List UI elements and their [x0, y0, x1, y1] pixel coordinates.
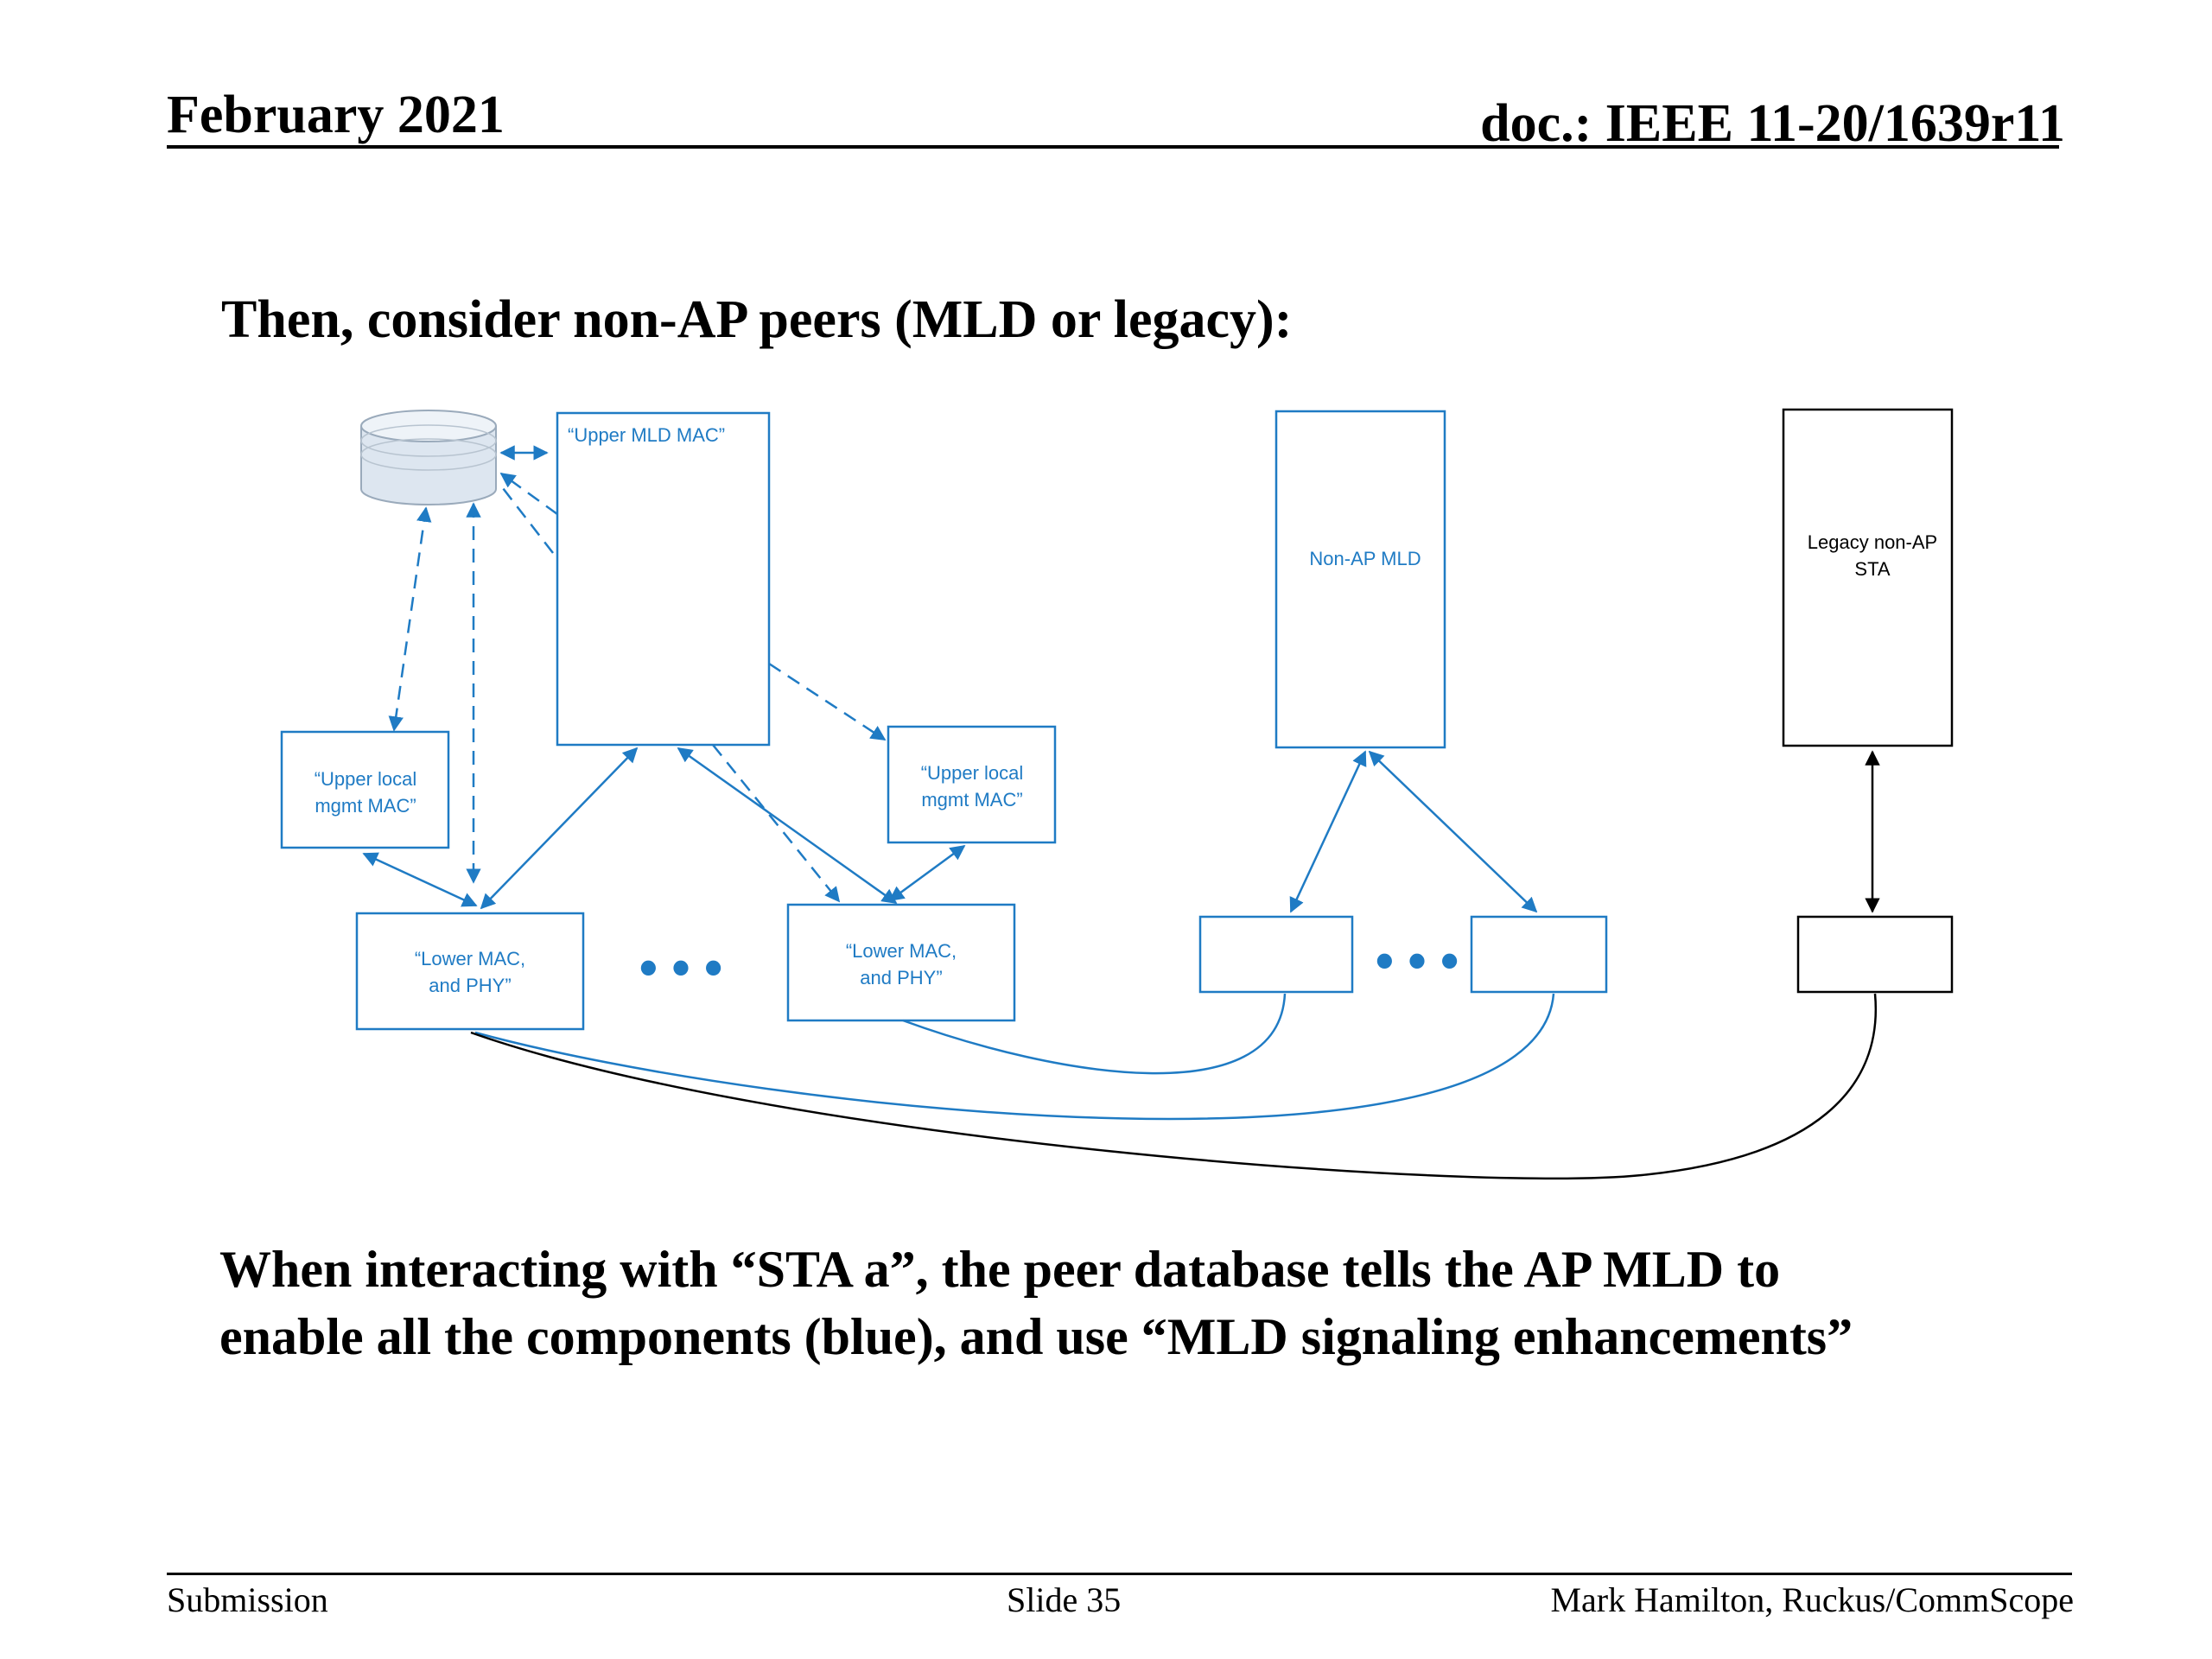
upper-local-left-label-2: mgmt MAC” — [315, 795, 416, 817]
peer-database-icon — [360, 410, 497, 505]
dashed-connectors — [388, 445, 887, 903]
lower-left-label-1: “Lower MAC, — [415, 948, 525, 969]
lower-right-label-1: “Lower MAC, — [846, 940, 957, 962]
upper-mld-mac-label: “Upper MLD MAC” — [568, 424, 725, 446]
legacy-sta-label-2: STA — [1854, 558, 1890, 580]
non-ap-link-left-box — [1198, 915, 1354, 994]
footer-submission: Submission — [167, 1580, 328, 1619]
header-doc-id: doc.: IEEE 11-20/1639r11 — [1480, 94, 2065, 153]
legacy-connectors — [470, 750, 1880, 1180]
solid-connectors — [362, 747, 1555, 1121]
caption-line-2: enable all the components (blue), and us… — [219, 1308, 1853, 1365]
upper-local-right-label-2: mgmt MAC” — [921, 789, 1022, 810]
lower-left-label-2: and PHY” — [429, 975, 511, 996]
upper-local-mgmt-mac-right-box — [887, 725, 1057, 844]
header-rule — [167, 145, 2059, 149]
lower-right-label-2: and PHY” — [860, 967, 942, 988]
non-ap-link-right-box — [1470, 915, 1608, 994]
upper-local-left-label-1: “Upper local — [315, 768, 417, 790]
caption-line-1: When interacting with “STA a”, the peer … — [219, 1241, 1781, 1298]
lower-mac-phy-right-box — [786, 903, 1016, 1022]
legacy-sta-label-1: Legacy non-AP — [1808, 531, 1937, 553]
slide-caption: When interacting with “STA a”, the peer … — [219, 1236, 2069, 1370]
upper-local-right-label-1: “Upper local — [921, 762, 1024, 784]
footer-rule — [167, 1573, 2072, 1575]
lower-mac-phy-left-box — [355, 912, 585, 1031]
legacy-link-box — [1796, 915, 1954, 994]
header-date: February 2021 — [167, 86, 505, 144]
upper-local-mgmt-mac-left-box — [280, 730, 450, 849]
upper-mld-mac-box — [556, 411, 771, 747]
legacy-sta-box — [1782, 408, 1954, 747]
slide-heading: Then, consider non-AP peers (MLD or lega… — [221, 290, 1293, 349]
ellipsis-ap: • • • — [639, 938, 722, 996]
ellipsis-non-ap: • • • — [1376, 931, 1459, 989]
non-ap-mld-box — [1274, 410, 1446, 749]
non-ap-mld-label: Non-AP MLD — [1309, 548, 1421, 569]
footer-author: Mark Hamilton, Ruckus/CommScope — [1550, 1580, 2074, 1619]
footer-slide-number: Slide 35 — [1007, 1580, 1122, 1619]
